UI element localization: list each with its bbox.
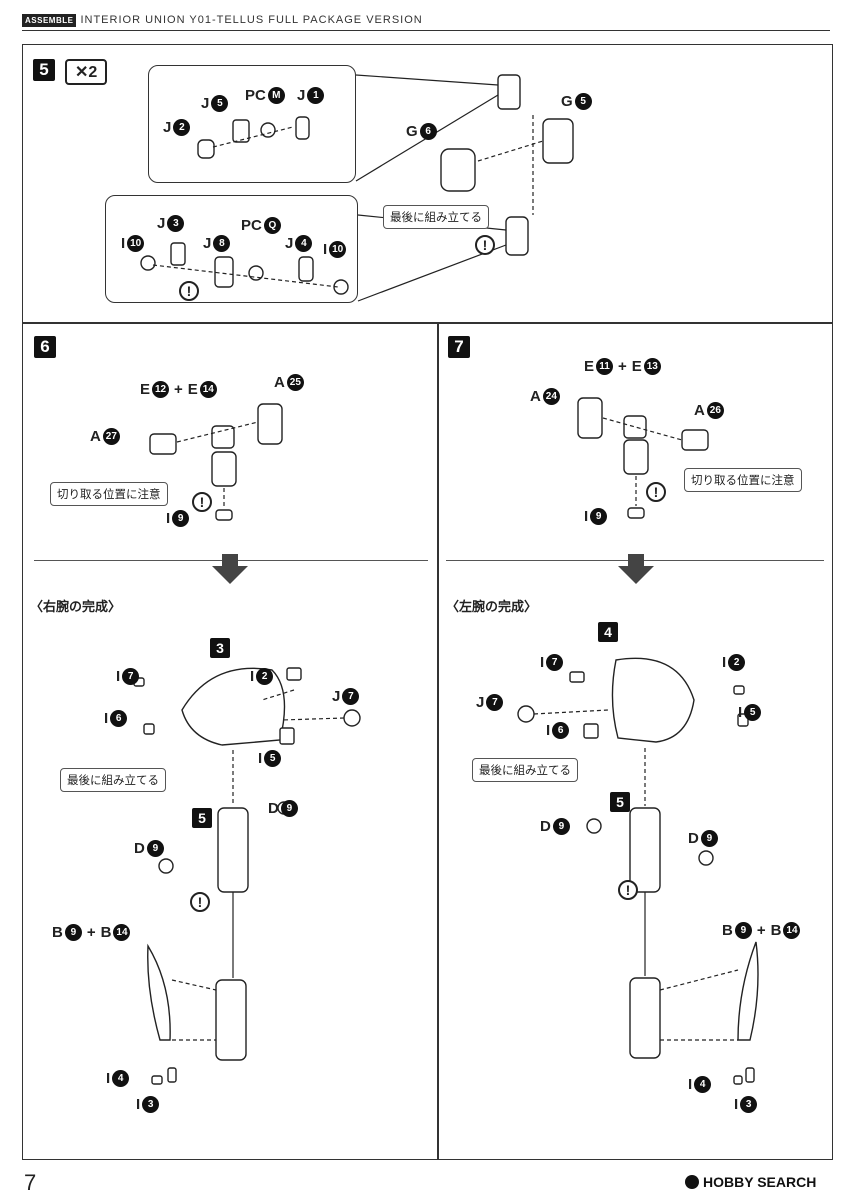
step-6-diagram [149,403,283,521]
right-arm-title: 〈右腕の完成〉 [30,599,122,614]
caution-icon: ! [192,492,212,512]
shoulder-joint [497,74,521,110]
cut-note-callout: 切り取る位置に注意 [50,482,168,506]
watermark-text: HOBBY SEARCH [703,1174,817,1190]
assemble-tag: ASSEMBLE [22,13,77,27]
step-5-badge: 5 [33,59,55,81]
caution-icon: ! [190,892,210,912]
part-j5 [232,119,250,143]
part-j2 [197,139,215,159]
forearm-part [215,979,247,1061]
copyright-icon [685,1175,699,1189]
caution-icon: ! [475,235,495,255]
assemble-last-callout: 最後に組み立てる [472,758,578,782]
part-g6 [440,148,476,192]
steps-6-7-panel [22,322,833,1160]
right-arm-diagram [133,667,361,1085]
watermark-logo: HOBBY SEARCH [685,1174,816,1190]
block-4-badge: 4 [598,622,618,642]
page-header: ASSEMBLE INTERIOR UNION Y01-TELLUS FULL … [22,13,423,27]
assemble-last-callout: 最後に組み立てる [60,768,166,792]
part-j1 [295,116,310,140]
left-arm-title: 〈左腕の完成〉 [446,599,538,614]
caution-icon: ! [646,482,666,502]
down-arrow-icon [212,554,248,584]
left-arm-diagram [517,657,759,1085]
manual-title: INTERIOR UNION Y01-TELLUS FULL PACKAGE V… [80,14,423,26]
forearm-part [629,977,661,1059]
assemble-last-callout: 最後に組み立てる [383,205,489,229]
caution-icon: ! [618,880,638,900]
caution-icon: ! [179,281,199,301]
block-5-badge: 5 [610,792,630,812]
step-7-diagram [577,397,709,519]
cut-note-callout: 切り取る位置に注意 [684,468,802,492]
elbow-joint [505,216,529,256]
step-6-badge: 6 [34,336,56,358]
block-3-badge: 3 [210,638,230,658]
page-number: 7 [24,1170,37,1195]
panel-divider [437,322,439,1160]
block-5-badge: 5 [192,808,212,828]
part-g5 [542,118,574,164]
shoulder-joint-assembly [217,807,249,893]
header-rule [22,30,830,31]
quantity-badge: ✕2 [65,59,108,85]
step-7-badge: 7 [448,336,470,358]
part-pcm [260,122,276,138]
shoulder-joint-assembly [629,807,661,893]
down-arrow-icon [618,554,654,584]
step-5-diagram [140,74,574,302]
